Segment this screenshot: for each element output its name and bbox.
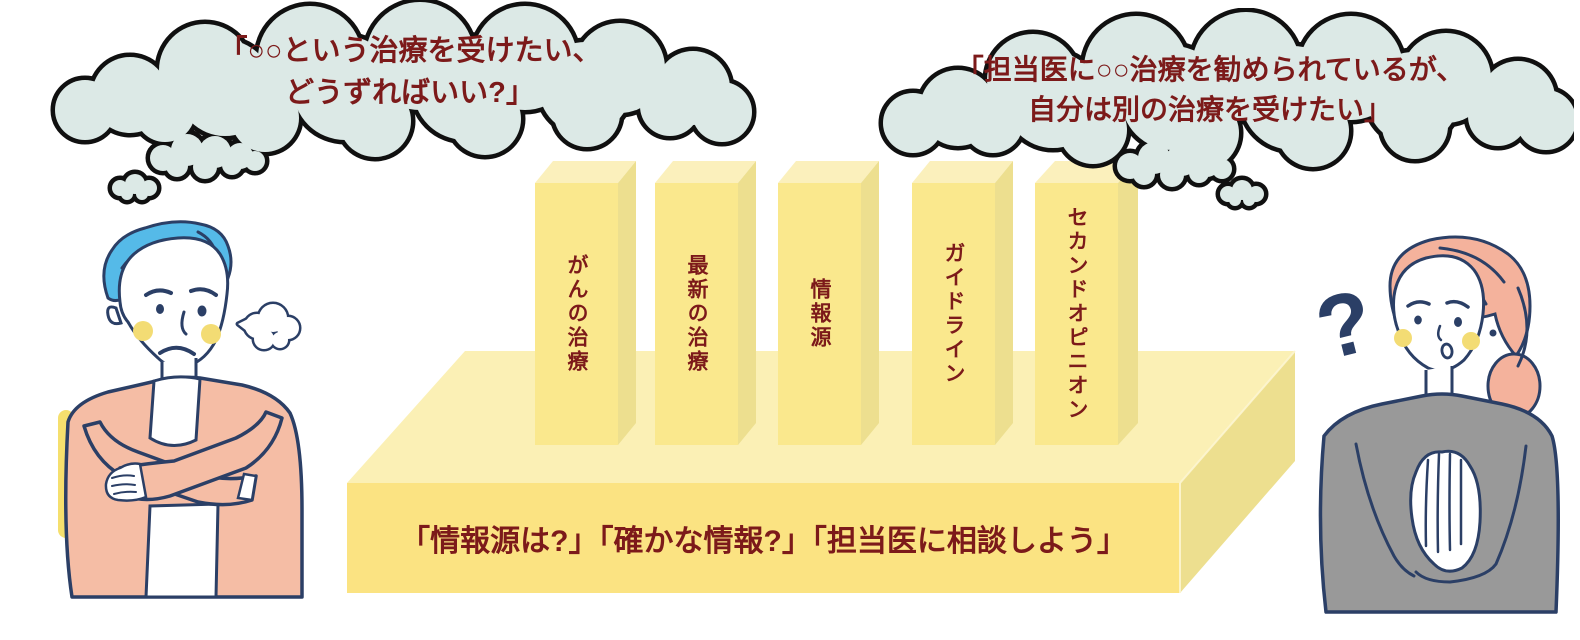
woman-hands xyxy=(1409,449,1482,573)
woman-nose xyxy=(1437,324,1443,342)
man-nose xyxy=(180,310,188,336)
pillar-label-guideline: ガイドライン xyxy=(942,242,965,386)
man-cheek-left xyxy=(133,321,153,341)
pillar-label-information-source: 情報源 xyxy=(808,278,831,350)
woman-eye-left xyxy=(1414,315,1422,325)
man-mouth xyxy=(158,345,196,356)
woman-cheek-right xyxy=(1462,332,1480,350)
woman-mouth xyxy=(1440,342,1454,360)
woman-eyebrow-left xyxy=(1406,300,1431,308)
woman-eye-right xyxy=(1454,317,1462,327)
woman-illustration: ? xyxy=(1307,235,1560,614)
man-shirt-top xyxy=(148,375,202,447)
platform-right-face xyxy=(1180,351,1295,593)
left-thought-text: 「○○という治療を受けたい、 どうずればいい?」 xyxy=(70,30,750,114)
pillar-label-second-opinion: セカンドオピニオン xyxy=(1065,206,1088,422)
pillar-4 xyxy=(912,161,1013,445)
woman-cheek-left xyxy=(1394,329,1412,347)
man-eye-right xyxy=(197,305,207,317)
man-cuff xyxy=(236,472,258,502)
right-thought-line-2: 自分は別の治療を受けたい」 xyxy=(1027,94,1392,125)
woman-face xyxy=(1392,254,1486,373)
pillar-1 xyxy=(535,161,636,445)
pillar-3 xyxy=(778,161,879,445)
platform-front-face xyxy=(347,483,1180,593)
man-eyebrow-left xyxy=(144,288,173,297)
pillar-label-latest-treatment: 最新の治療 xyxy=(685,254,708,374)
man-illustration xyxy=(58,220,304,599)
pillar-label-cancer-treatment: がんの治療 xyxy=(565,254,588,374)
man-ear xyxy=(106,305,123,326)
man-cheek-right xyxy=(201,324,221,344)
woman-earring xyxy=(1489,329,1497,337)
left-thought-line-1: 「○○という治療を受けたい、 xyxy=(218,35,602,67)
pillar-2 xyxy=(655,161,756,445)
left-thought-line-2: どうずればいい?」 xyxy=(285,77,535,109)
pillar-5 xyxy=(1035,161,1138,445)
man-eyebrow-right xyxy=(189,287,218,297)
right-thought-text: 「担当医に○○治療を勧められているが、 自分は別の治療を受けたい」 xyxy=(900,50,1520,130)
man-shirt-bottom xyxy=(144,502,220,599)
right-thought-line-1: 「担当医に○○治療を勧められているが、 xyxy=(955,54,1465,85)
woman-eyebrow-right xyxy=(1445,299,1470,309)
question-mark-icon: ? xyxy=(1307,270,1383,379)
base-caption: 「情報源は?」「確かな情報?」「担当医に相談しよう」 xyxy=(400,525,1127,558)
man-eye-left xyxy=(156,304,164,314)
